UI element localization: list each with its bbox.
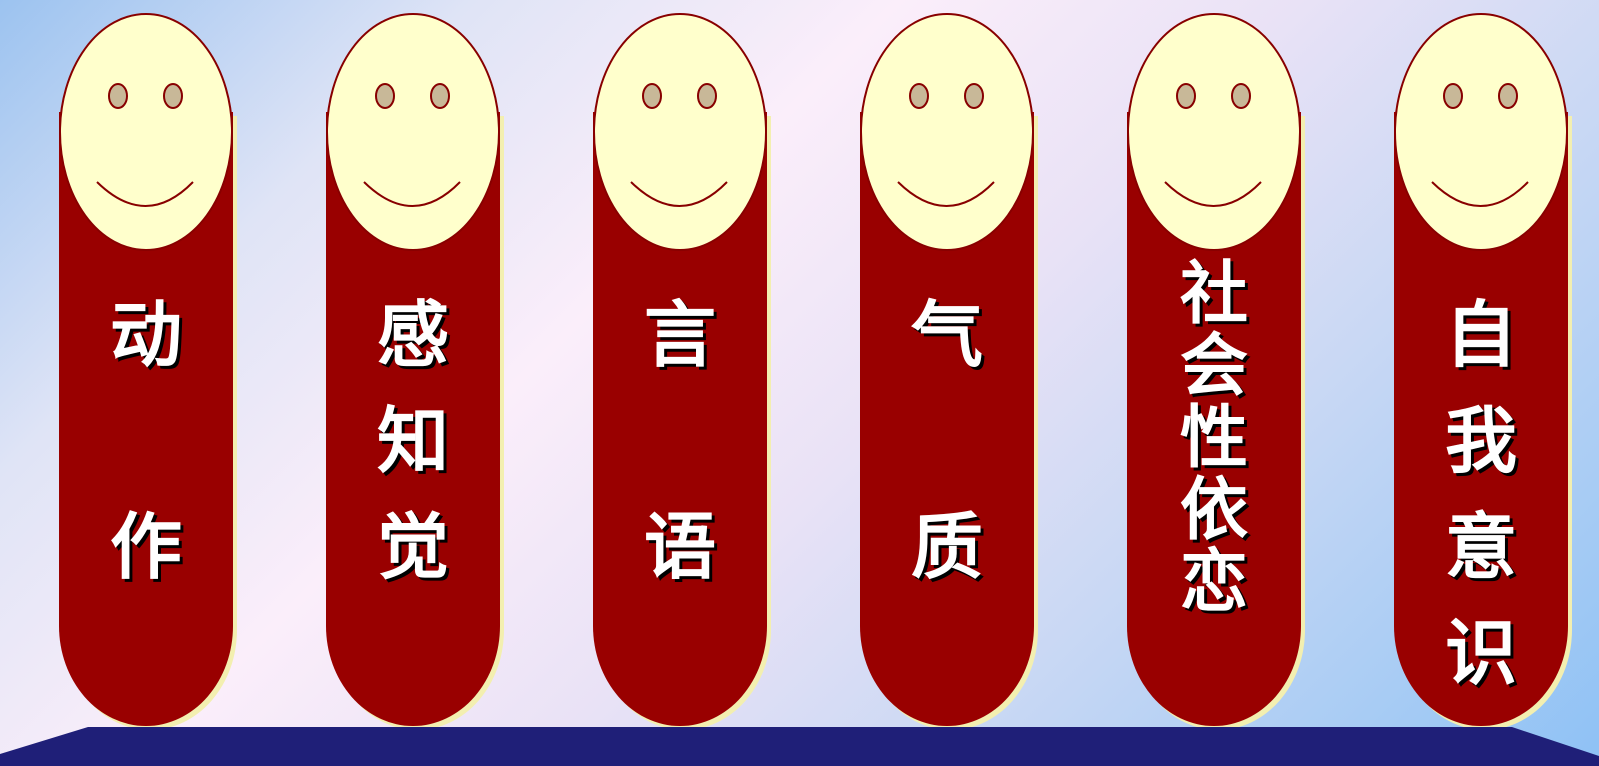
pillar-label: 自 我 意 识: [1444, 292, 1517, 695]
smiley-face-icon: [593, 13, 767, 251]
pillar-label: 言 语: [643, 292, 716, 589]
pillar-label: 感 知 觉: [376, 292, 449, 589]
pillar-label: 社 会 性 依 恋: [1179, 254, 1248, 622]
pillar-2: 感 知 觉: [326, 12, 504, 730]
smiley-face-icon: [1127, 13, 1301, 251]
smiley-face-icon: [326, 13, 500, 251]
pillar-4: 气 质: [860, 12, 1038, 730]
pillar-1: 动 作: [59, 12, 237, 730]
pillar-5: 社 会 性 依 恋: [1127, 12, 1305, 730]
smiley-face-icon: [1394, 13, 1568, 251]
pillar-6: 自 我 意 识: [1394, 12, 1572, 730]
smiley-face-icon: [860, 13, 1034, 251]
pillar-label: 气 质: [910, 292, 983, 589]
pillar-3: 言 语: [593, 12, 771, 730]
pillar-label: 动 作: [109, 292, 182, 589]
smiley-face-icon: [59, 13, 233, 251]
